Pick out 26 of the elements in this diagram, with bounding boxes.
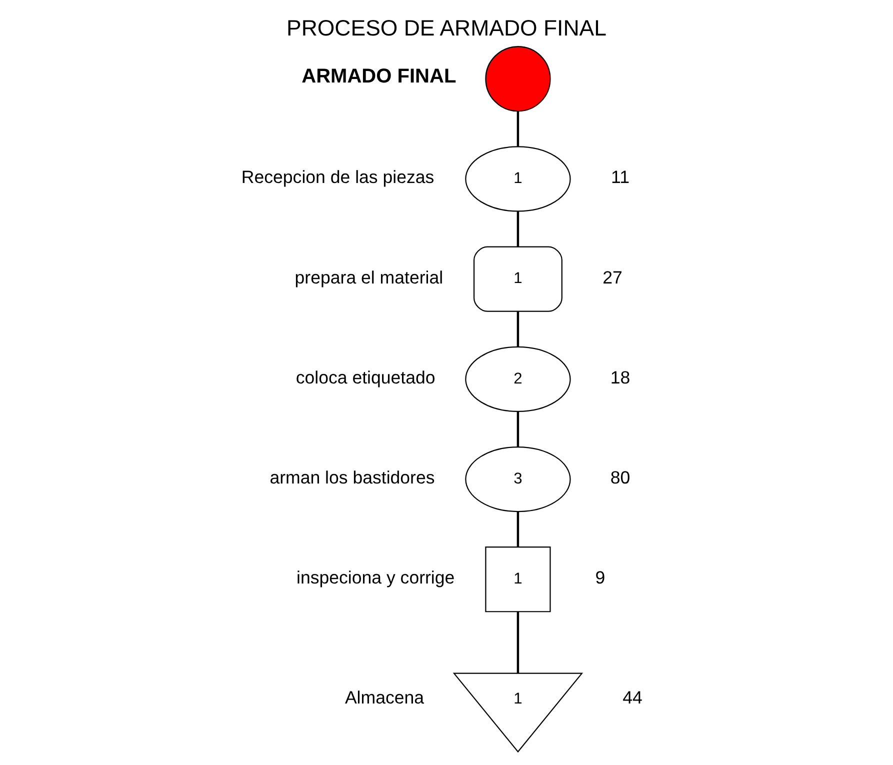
node-label: coloca etiquetado <box>296 367 436 388</box>
node-label: 27 <box>602 267 622 288</box>
node-label: 9 <box>595 568 606 588</box>
diagram-title: PROCESO DE ARMADO FINAL <box>286 15 606 40</box>
node-label: prepara el material <box>294 267 444 288</box>
connector <box>516 212 520 246</box>
node-label: 80 <box>610 467 630 488</box>
node-label: 44 <box>622 688 642 708</box>
node-label: inspeciona y corrige <box>296 568 455 588</box>
node-box: 1 <box>485 546 551 612</box>
node-label: Almacena <box>344 688 424 708</box>
node-label: 18 <box>610 367 630 388</box>
node-label: Recepcion de las piezas <box>241 167 434 188</box>
node-box: 1 <box>473 246 562 312</box>
connector <box>516 312 520 347</box>
node-label: arman los bastidores <box>270 467 435 488</box>
connector <box>516 612 520 674</box>
connector <box>516 412 520 447</box>
connector <box>516 512 520 547</box>
node-ellipse: 2 <box>465 346 571 412</box>
node-circle <box>485 46 551 112</box>
node-ellipse: 1 <box>465 146 571 212</box>
node-label: 11 <box>611 167 630 188</box>
node-ellipse: 3 <box>465 446 571 512</box>
connector <box>516 111 520 146</box>
label: ARMADO FINAL <box>302 66 456 88</box>
